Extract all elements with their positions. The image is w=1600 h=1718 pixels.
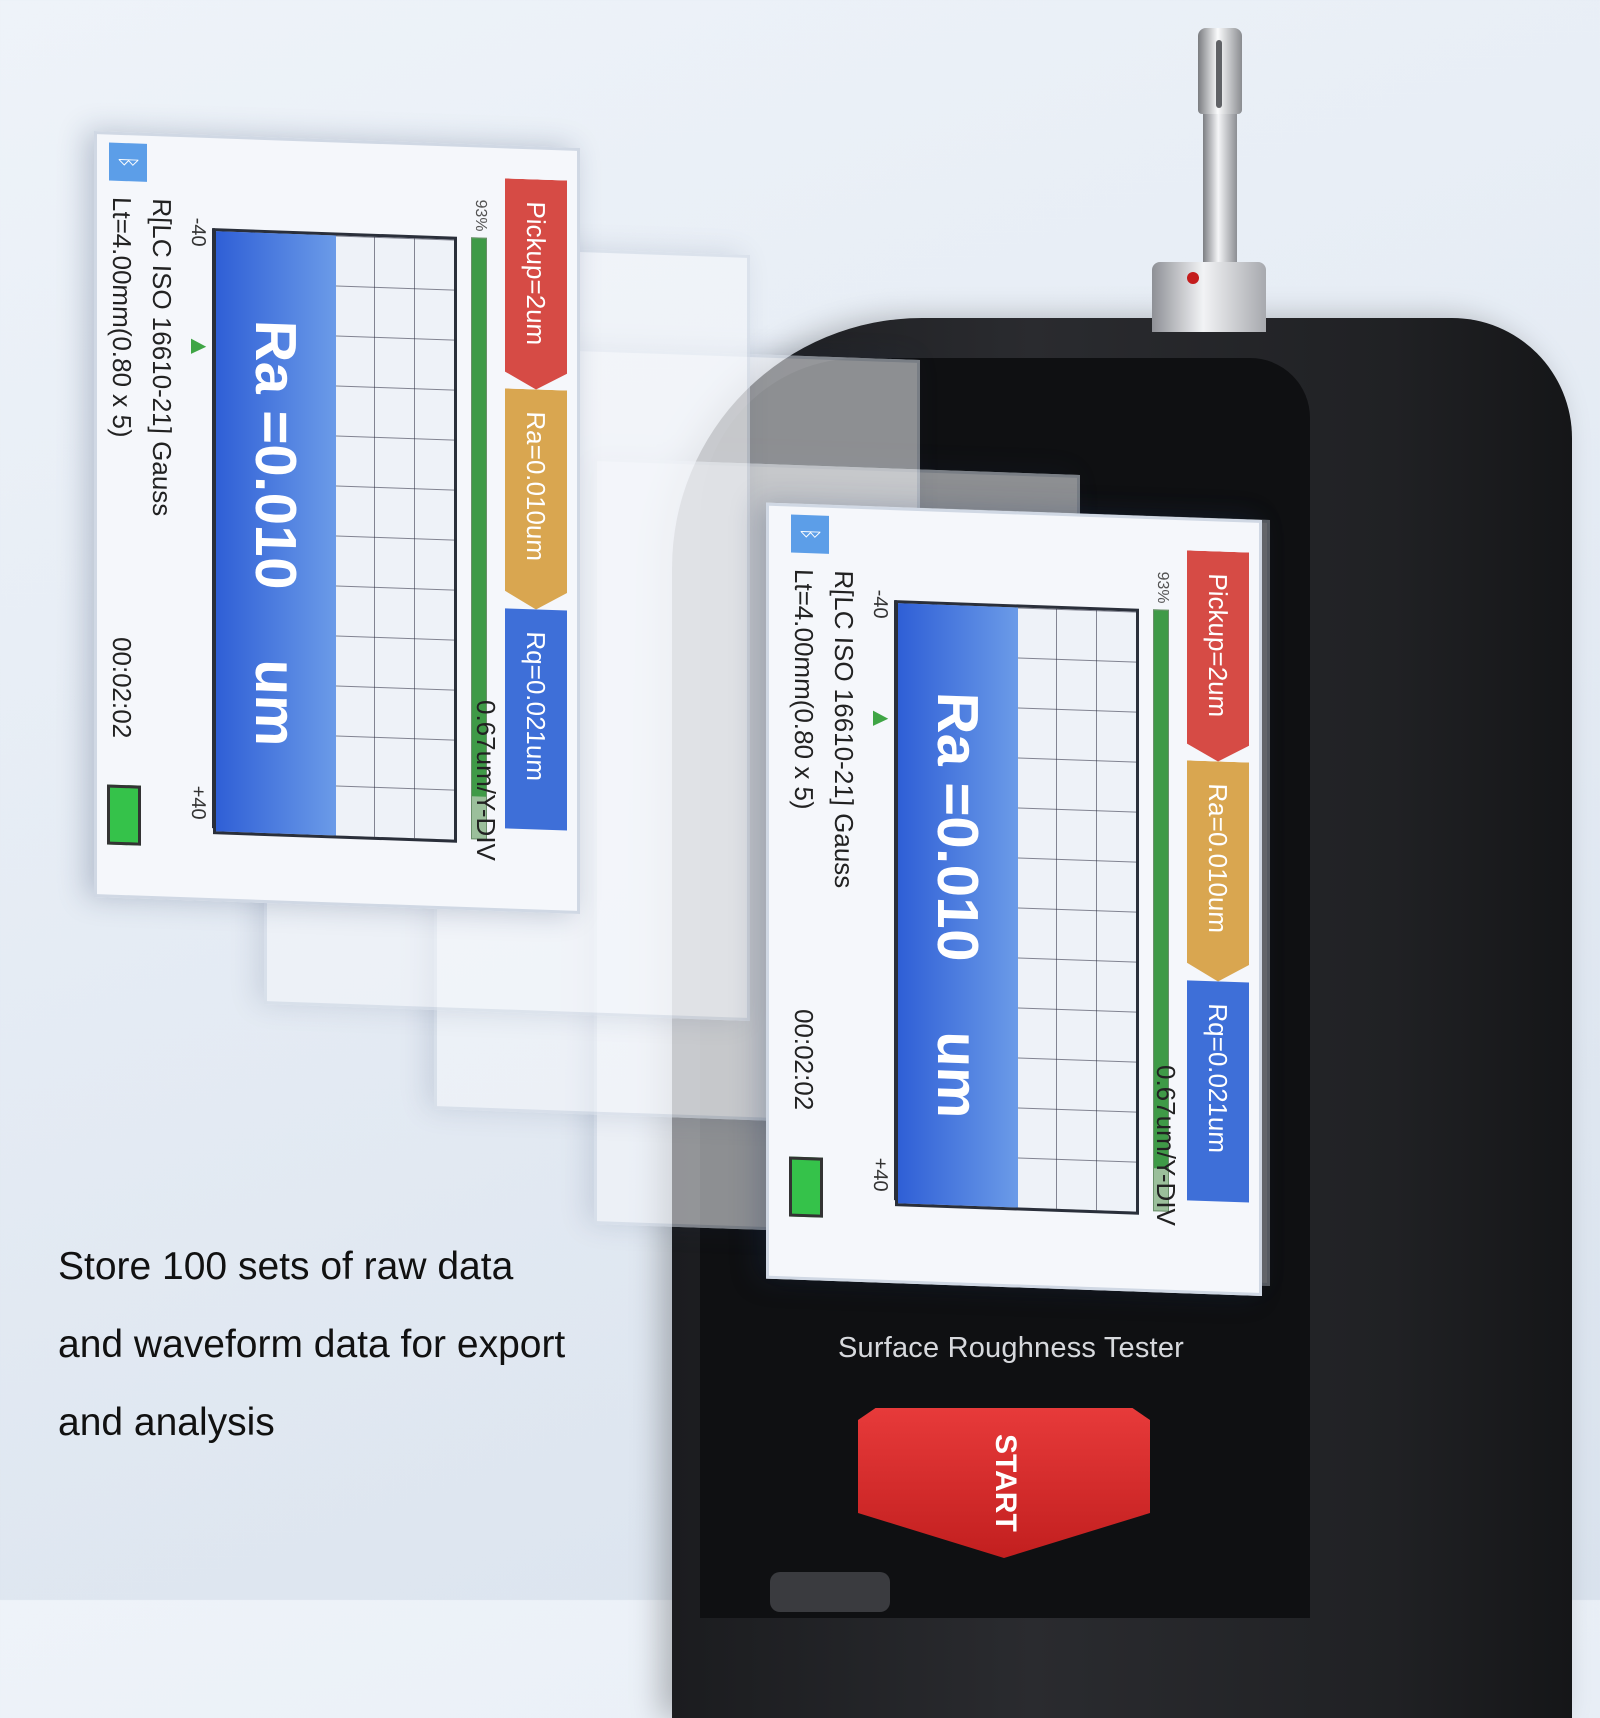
ra-value: Ra =0.010	[925, 691, 991, 963]
scale-marker-icon: ▲	[185, 333, 215, 360]
scale-high: +40	[187, 785, 209, 820]
caption-line-2: and waveform data for export	[58, 1323, 566, 1366]
scale-low: -40	[187, 217, 209, 247]
ydiv-label: 0.67um/Y-DIV	[471, 700, 501, 861]
bluetooth-icon: ᛒ	[791, 514, 829, 554]
scale-high: +40	[869, 1157, 891, 1192]
ra-unit: um	[243, 658, 309, 748]
battery-icon	[107, 784, 141, 846]
probe-slot	[1216, 40, 1222, 108]
ra-unit: um	[925, 1030, 991, 1120]
length-label: Lt=4.00mm(0.80 x 5)	[107, 196, 137, 439]
scale-line	[894, 600, 897, 1201]
length-label: Lt=4.00mm(0.80 x 5)	[789, 568, 819, 811]
standard-label: R[LC ISO 16610-21] Gauss	[147, 197, 177, 517]
waveform-grid: Ra =0.010 um	[895, 600, 1139, 1215]
bluetooth-icon: ᛒ	[109, 142, 147, 182]
ra-readout: Ra =0.010 um	[216, 231, 336, 836]
function-key[interactable]	[770, 1572, 890, 1612]
caption-line-3: and analysis	[58, 1401, 275, 1444]
time-label: 00:02:02	[789, 1008, 819, 1111]
ra-tag: Ra=0.010um	[1187, 760, 1249, 982]
waveform-grid: Ra =0.010 um	[213, 228, 457, 843]
pickup-tag: Pickup=2um	[505, 178, 567, 390]
time-label: 00:02:02	[107, 636, 137, 739]
ydiv-label-device: 0.67um/Y-DIV	[1151, 1065, 1181, 1226]
standard-label: R[LC ISO 16610-21] Gauss	[829, 569, 859, 889]
ra-tag: Ra=0.010um	[505, 388, 567, 610]
scale-marker-icon: ▲	[867, 705, 897, 732]
device-name-label: Surface Roughness Tester	[837, 1332, 1185, 1364]
ra-value: Ra =0.010	[243, 319, 309, 591]
level-percent: 93%	[472, 199, 489, 232]
scale-line	[212, 228, 215, 829]
level-percent: 93%	[1154, 571, 1171, 604]
device-screen: Pickup=2um Ra=0.010um Rq=0.021um 93% Ra …	[766, 502, 1262, 1296]
front-screen-panel: Pickup=2um Ra=0.010um Rq=0.021um 93% Ra …	[94, 131, 580, 914]
rq-tag: Rq=0.021um	[505, 608, 567, 831]
start-button-label: START	[989, 1434, 1022, 1532]
caption-line-1: Store 100 sets of raw data	[58, 1245, 514, 1288]
rq-tag: Rq=0.021um	[1187, 980, 1249, 1203]
ra-readout: Ra =0.010 um	[898, 603, 1018, 1208]
feature-caption: Store 100 sets of raw data and waveform …	[58, 1228, 658, 1462]
probe-collar	[1152, 262, 1266, 332]
battery-icon	[789, 1156, 823, 1218]
pickup-tag: Pickup=2um	[1187, 550, 1249, 762]
probe-indicator-dot	[1187, 272, 1199, 284]
scale-low: -40	[869, 589, 891, 619]
